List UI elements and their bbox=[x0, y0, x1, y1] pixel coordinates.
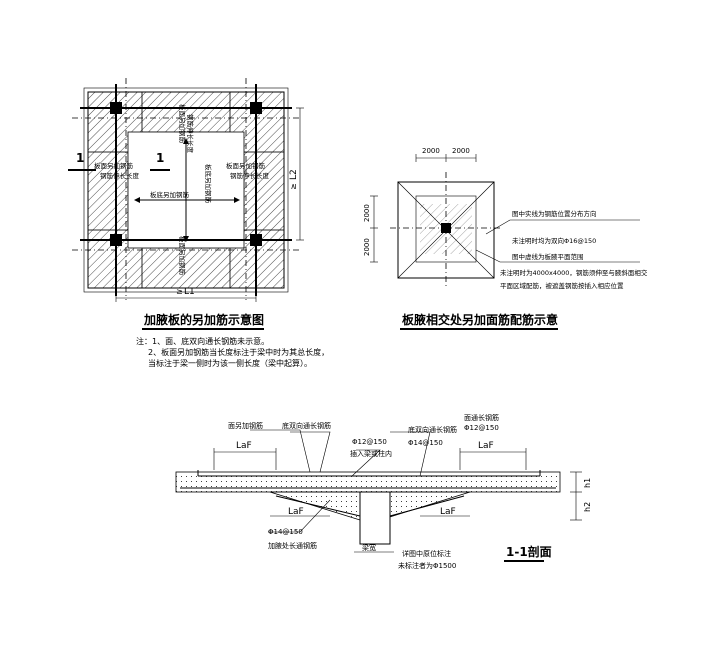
dim-l2-pre: ≥ bbox=[289, 183, 298, 190]
label-center-h: 板底另加钢筋 bbox=[150, 190, 190, 199]
label-h2: h2 bbox=[583, 502, 592, 512]
label-laf-2: LaF bbox=[478, 441, 494, 451]
label-beam-width: 梁宽 bbox=[362, 543, 376, 552]
label-see-plan: 详图中原位标注 bbox=[402, 549, 451, 558]
dim-left-a: 2000 bbox=[363, 204, 371, 222]
plan-drawing: 1 1 板面另加钢筋 钢筋伸长长度 板面另加钢筋 钢筋伸长长度 板底另加钢筋 板… bbox=[68, 78, 329, 368]
section-mark-left: 1 bbox=[76, 151, 84, 165]
plan-note-3: 当标注于梁一侧时为该一侧长度（梁中起算）。 bbox=[148, 358, 312, 368]
label-right-bar: 板面另加钢筋 bbox=[226, 161, 266, 170]
dim-l2: L2 bbox=[289, 169, 299, 180]
label-face-bar: 面另加钢筋 bbox=[228, 421, 263, 430]
section-title: 1-1剖面 bbox=[506, 544, 552, 559]
label-left-bar: 板面另加钢筋 bbox=[94, 161, 134, 170]
label-top-through-l: 底双向通长钢筋 bbox=[408, 425, 457, 434]
section-drawing: h1 h2 面另加钢筋 底双向通长钢筋 底双向通长钢筋 面通长钢筋 Φ12@15… bbox=[175, 413, 592, 570]
label-bar-4: Φ14@150 bbox=[268, 528, 303, 536]
label-bottom-through: 底双向通长钢筋 bbox=[282, 421, 331, 430]
label-left-len: 钢筋伸长长度 bbox=[100, 171, 140, 180]
label-bottom-bar: 板面另加钢筋 bbox=[178, 236, 187, 276]
detail-callout-1: 图中实线为钢筋位置分布方向 bbox=[512, 209, 597, 218]
dim-l1-pre: ≥ bbox=[176, 287, 183, 296]
detail-callout-3: 图中虚线为板腋平面范围 bbox=[512, 252, 584, 261]
plan-note-1: 注：1、面、底双向通长钢筋未示意。 bbox=[136, 336, 269, 346]
label-bar-3: Φ14@150 bbox=[408, 439, 443, 447]
label-center-v: 板底另加钢筋 bbox=[204, 164, 213, 204]
label-top-bar: 板面另加钢筋 bbox=[178, 104, 187, 144]
label-insert: 插入梁或柱内 bbox=[350, 449, 392, 458]
label-face-through: 面通长钢筋 bbox=[464, 413, 499, 422]
detail-callout-4: 未注明时为4000x4000，钢筋须伸至与腋斜面相交 bbox=[500, 268, 648, 277]
dim-top-b: 2000 bbox=[452, 147, 470, 155]
label-right-len: 钢筋伸长长度 bbox=[230, 171, 270, 180]
plan-note-2: 2、板面另加钢筋当长度标注于梁中时为其总长度， bbox=[148, 347, 329, 357]
detail-callout-2: 未注明时均为双向Φ16@150 bbox=[512, 236, 596, 245]
label-laf-4: LaF bbox=[440, 507, 456, 517]
plan-title: 加腋板的另加筋示意图 bbox=[143, 312, 264, 327]
section-mark-right: 1 bbox=[156, 151, 164, 165]
detail-title: 板腋相交处另加面筋配筋示意 bbox=[402, 312, 558, 327]
label-laf-3: LaF bbox=[288, 507, 304, 517]
detail-callout-5: 平面区域配筋，被遮盖钢筋按插入相应位置 bbox=[500, 281, 624, 290]
label-h1: h1 bbox=[583, 478, 592, 488]
dim-l1: L1 bbox=[184, 287, 195, 297]
label-bar-2: Φ12@150 bbox=[352, 438, 387, 446]
dim-left-b: 2000 bbox=[363, 238, 371, 256]
haunch-detail: 2000 2000 2000 2000 图中实线为钢筋位置分布方向 未注明时均为… bbox=[363, 147, 648, 330]
label-bar-1: Φ12@150 bbox=[464, 424, 499, 432]
label-laf-1: LaF bbox=[236, 441, 252, 451]
label-haunch-bar: 加腋处长通钢筋 bbox=[268, 541, 317, 550]
label-default: 未标注者为Φ1500 bbox=[398, 561, 456, 570]
dim-top-a: 2000 bbox=[422, 147, 440, 155]
label-top-bar-len: 钢筋伸长长度 bbox=[186, 114, 195, 154]
